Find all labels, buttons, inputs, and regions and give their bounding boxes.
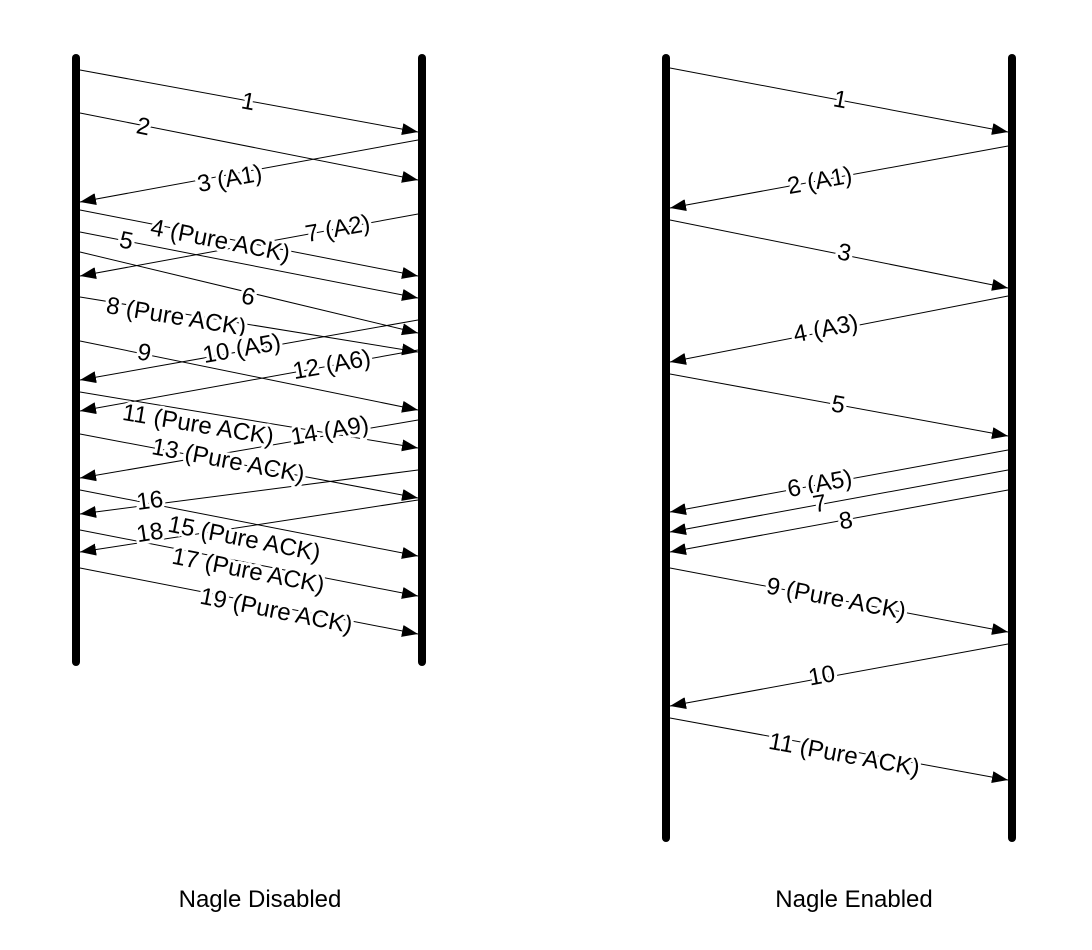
nagle-enabled-message-5-arrow (669, 373, 1009, 440)
nagle-disabled-message-12-label: 12 (A6) (291, 345, 373, 386)
nagle-disabled-message-3-arrow (79, 139, 419, 206)
nagle-disabled-message-14-label: 14 (A9) (289, 411, 371, 451)
nagle-enabled-message-5-label: 5 (829, 390, 847, 419)
nagle-enabled-message-6-arrow (669, 449, 1009, 516)
nagle-enabled-message-2-arrow (669, 145, 1009, 212)
nagle-disabled-message-1-arrow (79, 69, 419, 136)
nagle-disabled-message-18-arrow (79, 499, 419, 556)
nagle-disabled-message-16-arrow (79, 469, 419, 518)
nagle-disabled-message-6-label: 6 (239, 282, 258, 311)
nagle-disabled-message-17-arrow (79, 529, 419, 599)
nagle-disabled-message-9-label: 9 (135, 338, 153, 367)
nagle-disabled-message-lines (79, 69, 419, 637)
nagle-disabled-message-15-arrow (79, 489, 419, 559)
nagle-disabled-message-7-label: 7 (A2) (303, 210, 372, 248)
nagle-enabled-diagram: 12 (A1)34 (A3)56 (A5)789 (Pure ACK)1011 … (662, 54, 1016, 842)
nagle-disabled-message-16-label: 16 (135, 486, 165, 516)
nagle-disabled-message-2-label: 2 (134, 112, 152, 141)
nagle-enabled-message-2-label: 2 (A1) (785, 162, 854, 200)
nagle-enabled-message-10-arrow (669, 643, 1009, 710)
nagle-disabled-message-9-arrow (79, 340, 419, 413)
nagle-enabled-message-3-label: 3 (835, 238, 853, 267)
nagle-disabled-message-3-label: 3 (A1) (195, 160, 264, 198)
nagle-enabled-message-3-arrow (669, 219, 1009, 291)
nagle-disabled-message-7-arrow (79, 213, 419, 280)
nagle-disabled-message-13-arrow (79, 433, 419, 501)
nagle-disabled-caption: Nagle Disabled (178, 886, 342, 913)
nagle-disabled-message-1-label: 1 (239, 87, 257, 116)
nagle-disabled-message-5-label: 5 (117, 226, 135, 255)
nagle-enabled-message-7-arrow (669, 469, 1009, 536)
nagle-enabled-caption: Nagle Enabled (775, 886, 933, 913)
nagle-enabled-message-lines (669, 67, 1009, 784)
nagle-disabled-message-8-arrow (79, 296, 419, 356)
nagle-disabled-message-4-arrow (79, 209, 419, 279)
nagle-enabled-message-1-arrow (669, 67, 1009, 135)
nagle-disabled-message-5-arrow (79, 231, 419, 301)
nagle-disabled-message-10-arrow (79, 319, 419, 384)
nagle-disabled-message-19-arrow (79, 567, 419, 637)
nagle-enabled-message-8-arrow (669, 489, 1009, 556)
nagle-enabled-message-11-arrow (669, 717, 1009, 784)
nagle-disabled-message-2-arrow (79, 112, 419, 183)
nagle-disabled-message-8-label: 8 (Pure ACK) (104, 292, 248, 341)
nagle-disabled-message-12-arrow (79, 349, 419, 415)
nagle-disabled-message-labels: 123 (A1)4 (Pure ACK)567 (A2)8 (Pure ACK)… (101, 84, 376, 642)
nagle-enabled-message-9-label: 9 (Pure ACK) (764, 572, 908, 625)
nagle-enabled-message-4-label: 4 (A3) (791, 309, 860, 348)
nagle-disabled-message-14-arrow (79, 419, 419, 482)
nagle-enabled-message-11-label: 11 (Pure ACK) (767, 728, 922, 782)
nagle-enabled-message-1-label: 1 (831, 85, 849, 114)
nagle-disabled-diagram: 123 (A1)4 (Pure ACK)567 (A2)8 (Pure ACK)… (72, 54, 426, 666)
nagle-enabled-message-9-arrow (669, 567, 1009, 635)
nagle-disabled-message-18-label: 18 (135, 517, 165, 548)
nagle-enabled-message-8-label: 8 (837, 506, 855, 535)
nagle-disabled-message-19-label: 19 (Pure ACK) (198, 583, 355, 639)
nagle-enabled-message-4-arrow (669, 295, 1009, 365)
nagle-enabled-message-labels: 12 (A1)34 (A3)56 (A5)789 (Pure ACK)1011 … (761, 82, 925, 785)
nagle-enabled-message-10-label: 10 (806, 660, 837, 691)
